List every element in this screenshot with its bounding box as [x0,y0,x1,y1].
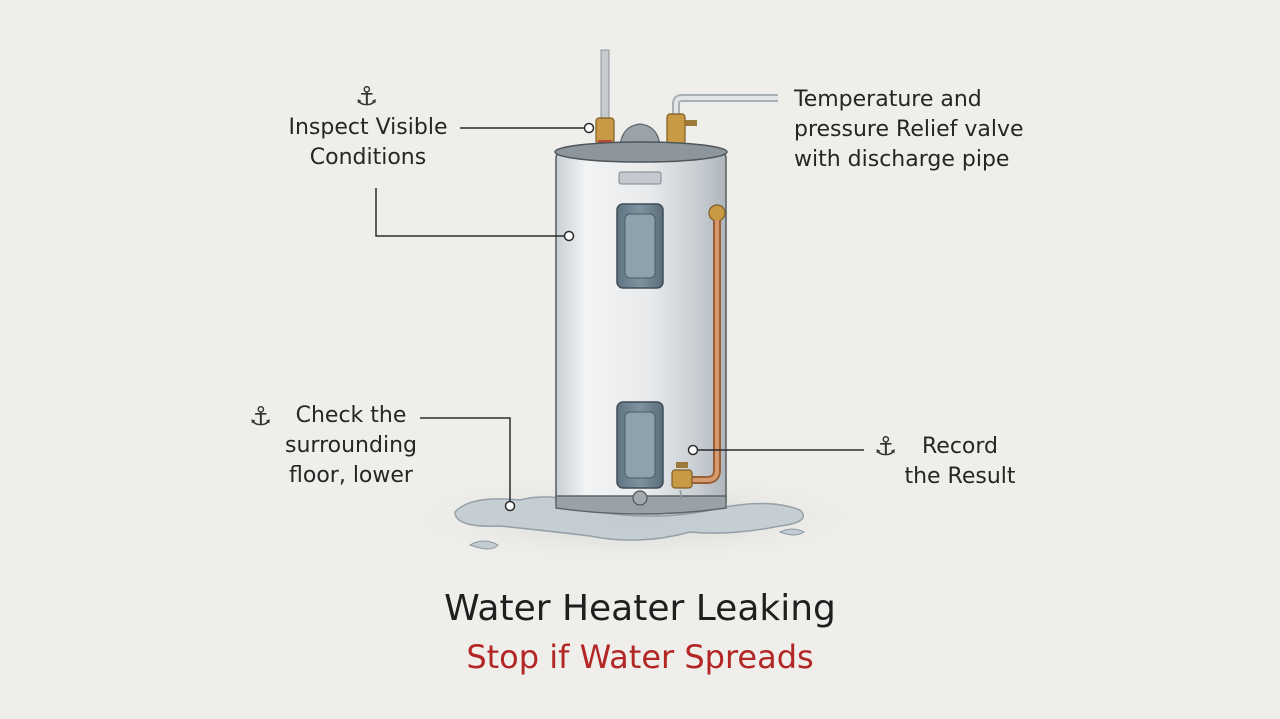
label-line: Record [921,434,998,459]
water-droplet [468,540,499,550]
water-droplet [778,528,805,536]
leader-line-floor [420,417,511,506]
label-line: floor, lower [289,463,413,488]
anchor-icon: ⚓ [249,402,273,432]
leader-dot [563,230,575,242]
diagram-subtitle: Stop if Water Spreads [466,638,814,676]
label-check-floor: Check the surrounding floor, lower [276,401,426,491]
label-line: pressure Relief valve [794,117,1024,142]
label-line: with discharge pipe [794,147,1010,172]
tank-top [554,141,728,163]
anchor-icon: ⚓ [874,432,898,462]
drain-port [632,490,648,506]
label-line: Check the [295,403,407,428]
relief-valve [666,113,686,145]
label-line: Conditions [309,145,427,170]
label-line: the Result [904,464,1016,489]
diagram-title: Water Heater Leaking [444,588,836,629]
anchor-icon: ⚓ [355,82,379,112]
relief-side-fitting [708,204,726,222]
label-line: surrounding [285,433,417,458]
leader-dot [687,444,699,456]
label-inspect-visible-conditions: Inspect Visible Conditions [278,113,458,173]
drain-valve [671,469,693,489]
label-relief-valve: Temperature and pressure Relief valve wi… [794,85,1024,175]
supply-pipe [600,49,610,129]
label-line: Temperature and [794,87,982,112]
leader-line-inspect-tank [375,188,569,237]
anode-cap [619,123,661,147]
label-line: Inspect Visible [288,115,448,140]
label-record-result: Record the Result [898,432,1022,492]
leader-dot [583,122,595,134]
leader-dot [504,500,516,512]
rating-plate [618,171,662,185]
